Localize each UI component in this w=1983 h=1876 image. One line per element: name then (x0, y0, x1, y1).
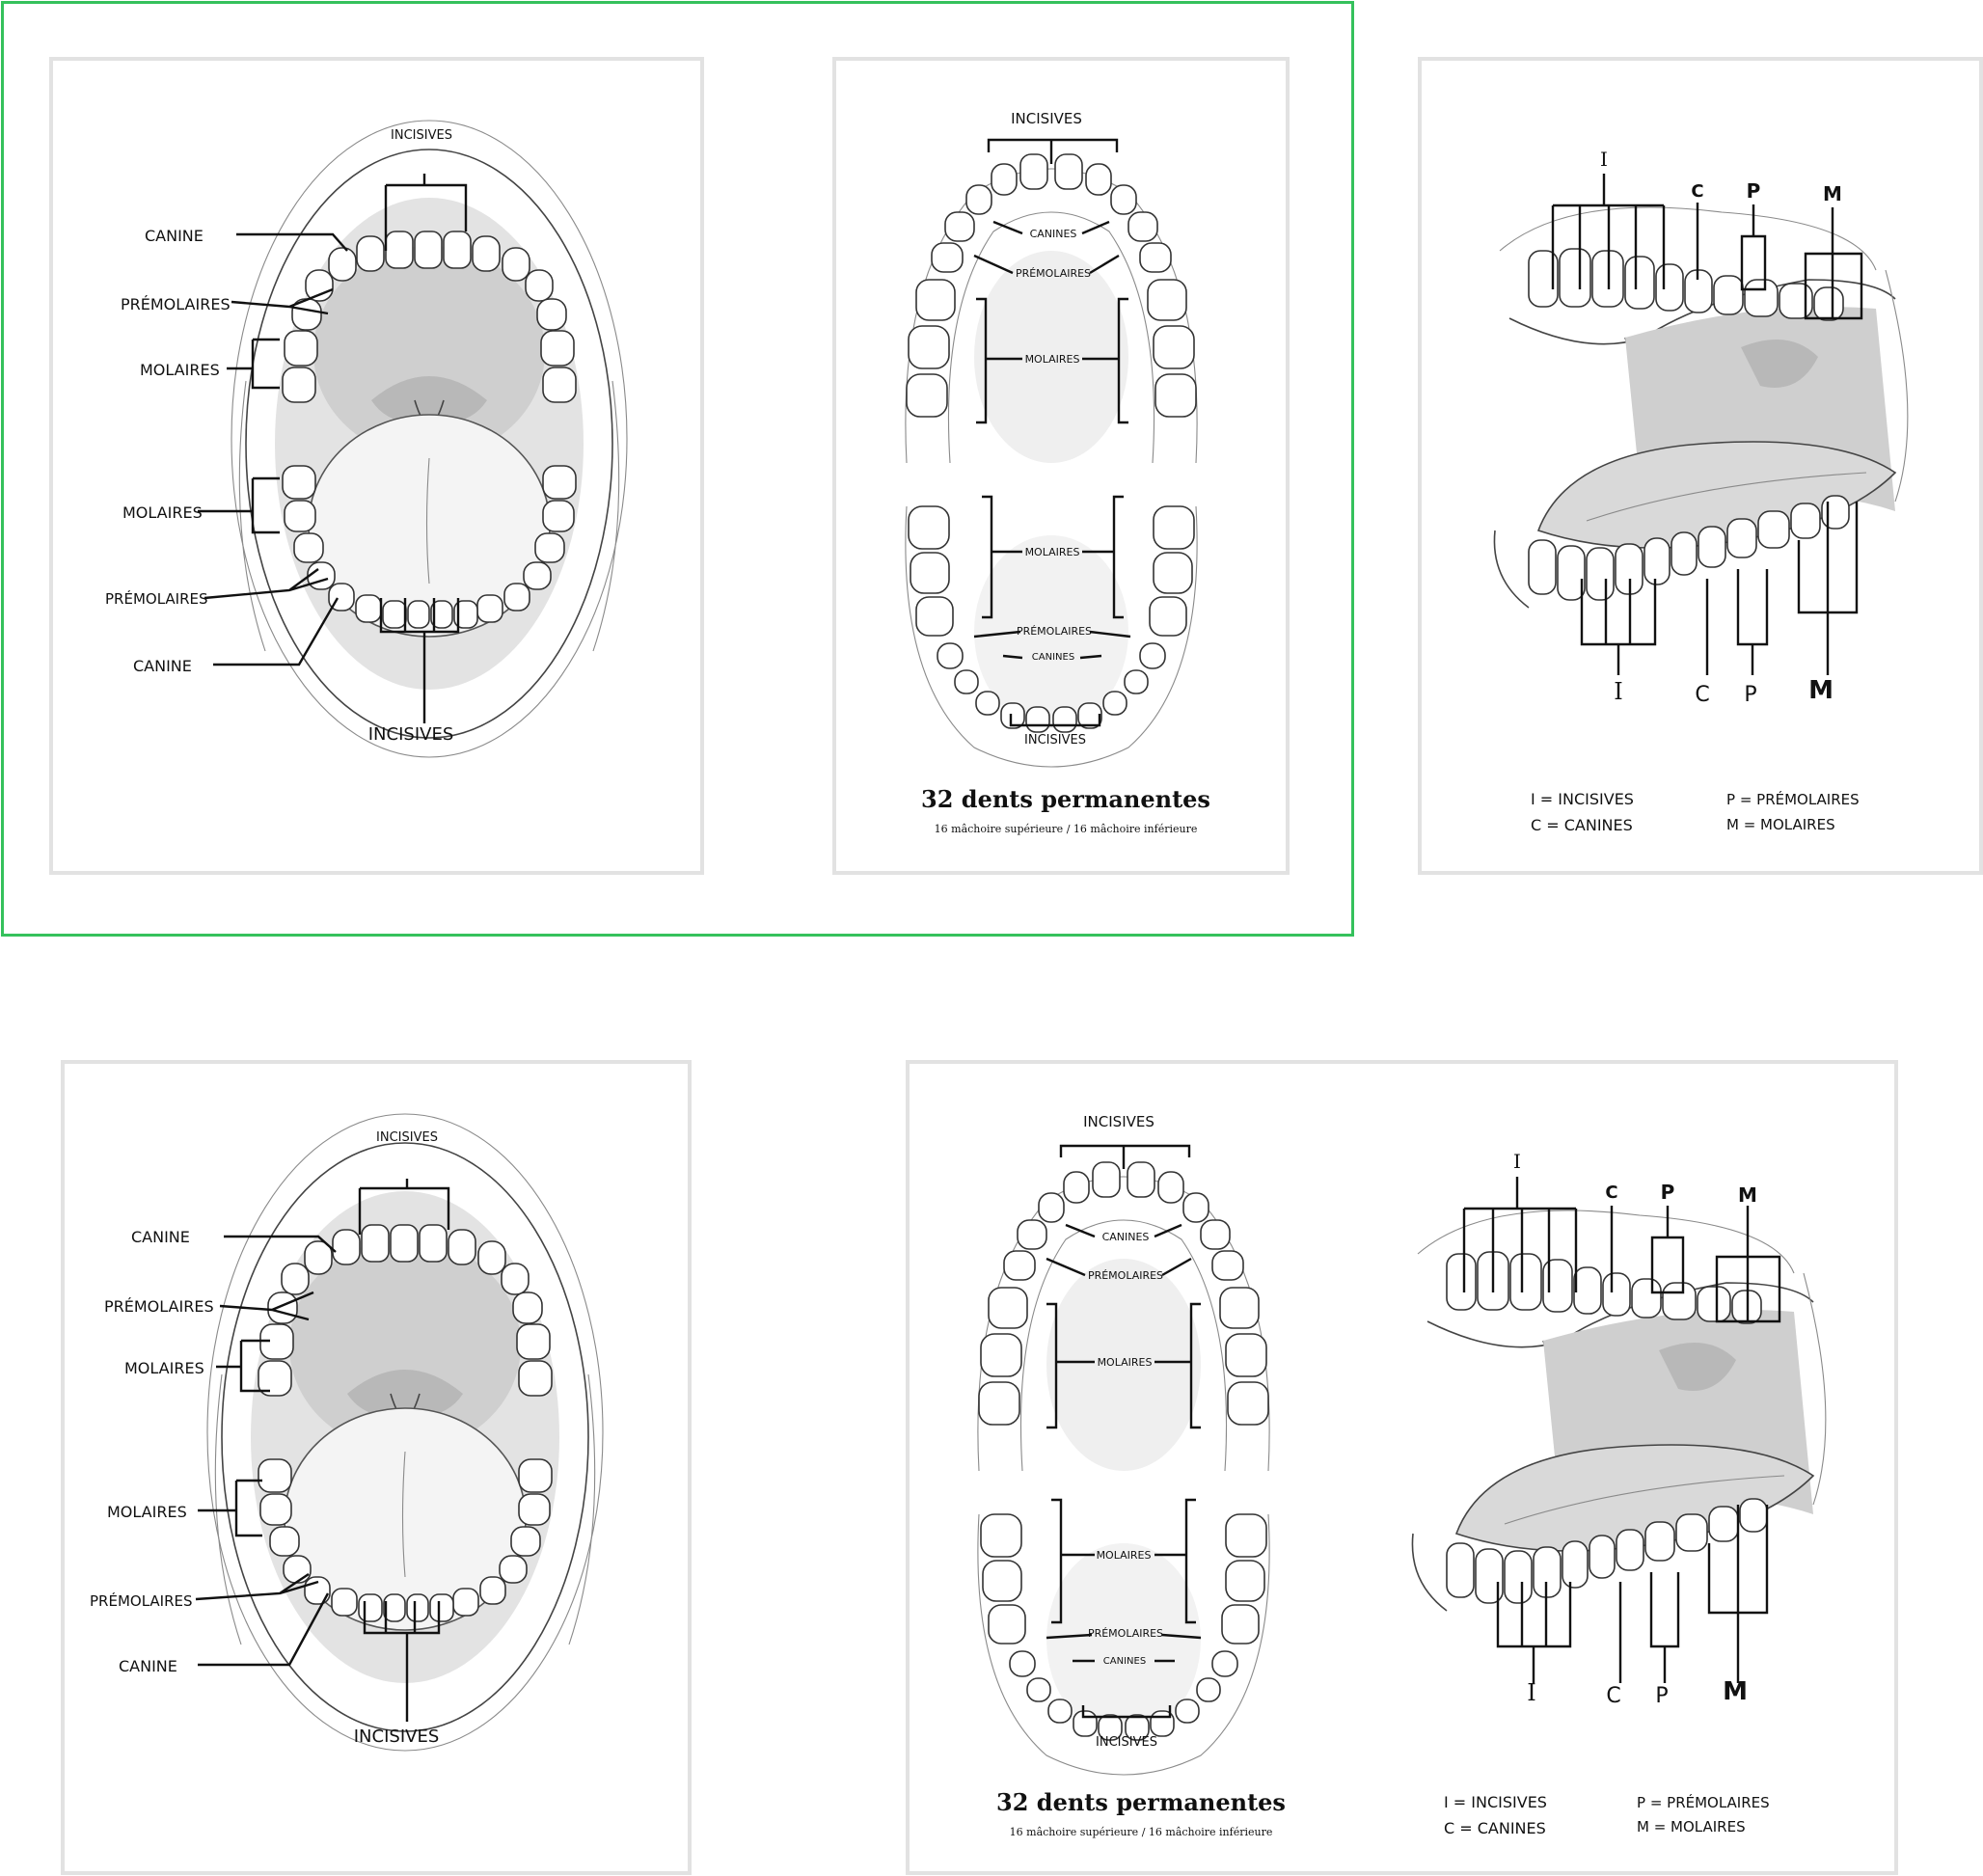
label-canines-lower: CANINES (1032, 652, 1074, 663)
side-view-leaders-1 (1551, 174, 1863, 675)
label-premolaires-bottom: PRÉMOLAIRES (90, 1591, 193, 1610)
legend-m: M = MOLAIRES (1726, 816, 1835, 833)
label-canine-bottom: CANINE (133, 657, 192, 675)
label-incisives-bottom: INCISIVES (1024, 733, 1086, 748)
combo-arch-leaders (1046, 1144, 1202, 1719)
label-m-bottom: M (1808, 676, 1834, 705)
combo-arch-illustration (977, 1161, 1270, 1776)
side-view-labels-1: I C P M I C P M I = INCISIVES C = CANINE… (1531, 148, 1860, 834)
label-premolaires-lower: PRÉMOLAIRES (1088, 1627, 1163, 1640)
panel-arch-view-1[interactable] (832, 57, 1290, 875)
label-i-top: I (1513, 1150, 1521, 1173)
label-p-bottom: P (1655, 1684, 1668, 1708)
label-c-top: C (1605, 1183, 1617, 1203)
side-view-illustration-1 (1493, 206, 1909, 609)
legend-i: I = INCISIVES (1531, 790, 1634, 808)
legend-m: M = MOLAIRES (1637, 1818, 1746, 1835)
label-i-bottom: I (1614, 678, 1622, 705)
front-view-leaders-2 (195, 1179, 450, 1722)
label-molaires-lower: MOLAIRES (1025, 546, 1080, 558)
label-canines-upper: CANINES (1102, 1231, 1150, 1243)
arch-subtitle: 16 mâchoire supérieure / 16 mâchoire inf… (935, 823, 1198, 835)
label-i-bottom: I (1527, 1679, 1535, 1706)
label-molaires-top: MOLAIRES (124, 1359, 204, 1377)
label-canines-upper: CANINES (1030, 228, 1077, 240)
front-view-labels-2: INCISIVES CANINE PRÉMOLAIRES MOLAIRES MO… (90, 1130, 439, 1747)
arch-view-leaders-1 (973, 138, 1131, 727)
label-canine-bottom: CANINE (119, 1657, 177, 1675)
label-i-top: I (1600, 148, 1608, 171)
label-molaires-upper: MOLAIRES (1025, 353, 1080, 366)
combo-title: 32 dents permanentes (996, 1788, 1286, 1816)
label-c-bottom: C (1695, 683, 1709, 707)
front-view-illustration-2 (206, 1113, 604, 1752)
label-m-top: M (1823, 182, 1842, 205)
label-premolaires-lower: PRÉMOLAIRES (1017, 625, 1092, 638)
arch-view-labels-1: INCISIVES CANINES PRÉMOLAIRES MOLAIRES M… (921, 110, 1210, 835)
label-incisives-top: INCISIVES (1083, 1113, 1154, 1130)
label-premolaires-upper: PRÉMOLAIRES (1016, 267, 1091, 280)
arch-title: 32 dents permanentes (921, 785, 1210, 813)
label-incisives-top: INCISIVES (391, 128, 452, 143)
legend-c: C = CANINES (1444, 1819, 1546, 1837)
label-molaires-top: MOLAIRES (140, 361, 220, 379)
front-view-illustration-1 (231, 120, 628, 758)
label-molaires-lower: MOLAIRES (1097, 1549, 1152, 1562)
front-view-leaders-1 (198, 174, 468, 723)
label-m-bottom: M (1723, 1677, 1748, 1706)
label-premolaires-bottom: PRÉMOLAIRES (105, 589, 208, 608)
legend-p: P = PRÉMOLAIRES (1637, 1793, 1770, 1811)
label-p-bottom: P (1744, 683, 1756, 707)
label-molaires-bottom: MOLAIRES (107, 1503, 187, 1521)
legend-c: C = CANINES (1531, 816, 1633, 834)
label-incisives-bottom: INCISIVES (368, 724, 454, 745)
combo-side-labels: I C P M I C P M I = INCISIVES C = CANINE… (1444, 1150, 1770, 1837)
label-m-top: M (1738, 1183, 1757, 1207)
label-molaires-bottom: MOLAIRES (122, 503, 203, 522)
label-canine-top: CANINE (145, 227, 204, 245)
legend-p: P = PRÉMOLAIRES (1726, 790, 1860, 808)
legend-i: I = INCISIVES (1444, 1793, 1547, 1811)
label-canine-top: CANINE (131, 1228, 190, 1246)
label-c-top: C (1691, 181, 1703, 202)
label-incisives-bottom: INCISIVES (1096, 1735, 1157, 1750)
label-incisives-bottom: INCISIVES (354, 1726, 440, 1747)
combo-side-leaders (1462, 1177, 1781, 1683)
combo-side-illustration (1411, 1210, 1827, 1612)
label-canines-lower: CANINES (1103, 1656, 1146, 1667)
arch-view-illustration-1 (905, 153, 1198, 768)
label-p-top: P (1747, 179, 1761, 203)
label-molaires-upper: MOLAIRES (1098, 1356, 1153, 1369)
label-premolaires-top: PRÉMOLAIRES (121, 295, 231, 313)
front-view-labels-1: INCISIVES CANINE PRÉMOLAIRES MOLAIRES MO… (105, 128, 453, 745)
label-p-top: P (1661, 1181, 1675, 1204)
label-premolaires-upper: PRÉMOLAIRES (1088, 1269, 1163, 1282)
label-c-bottom: C (1606, 1684, 1620, 1708)
combo-arch-labels: INCISIVES CANINES PRÉMOLAIRES MOLAIRES M… (996, 1113, 1286, 1838)
combo-subtitle: 16 mâchoire supérieure / 16 mâchoire inf… (1010, 1826, 1273, 1838)
label-incisives-top: INCISIVES (376, 1130, 438, 1145)
label-incisives-top: INCISIVES (1011, 110, 1082, 127)
label-premolaires-top: PRÉMOLAIRES (104, 1297, 214, 1316)
